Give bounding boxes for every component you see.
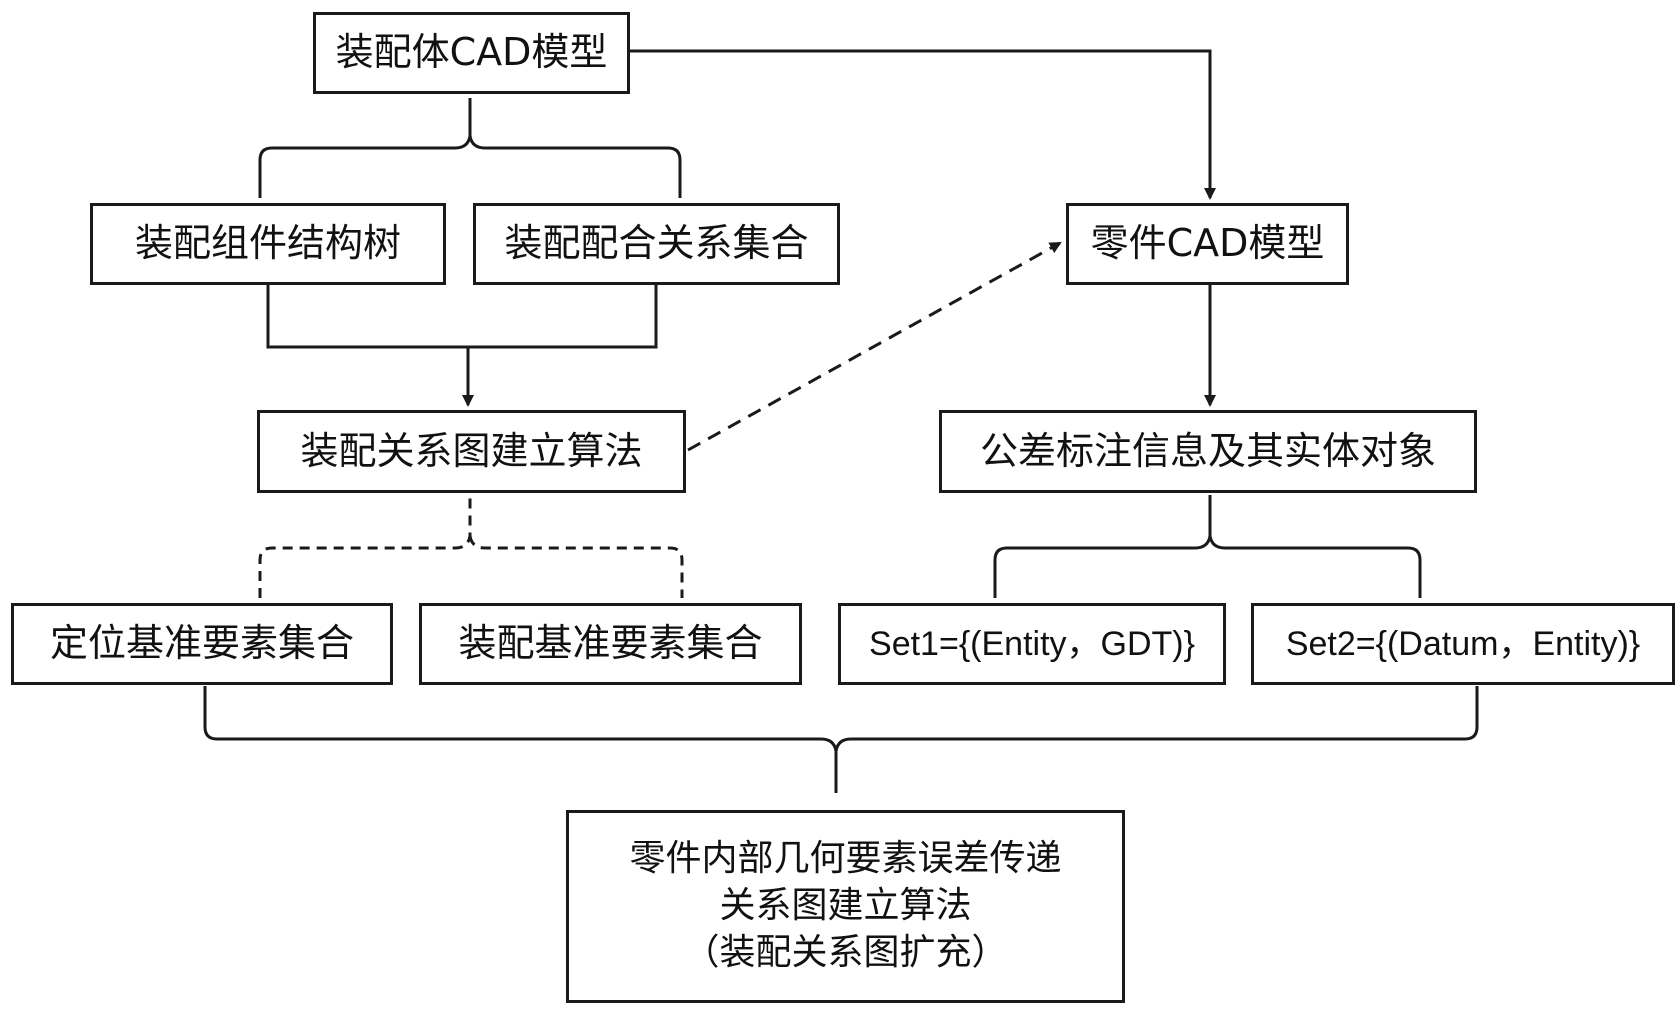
graph-algorithm-box: 装配关系图建立算法 [257, 410, 686, 493]
final-algorithm-box: 零件内部几何要素误差传递 关系图建立算法 （装配关系图扩充） [566, 810, 1125, 1003]
dashed-brace-datums [260, 498, 682, 598]
component-tree-label: 装配组件结构树 [135, 221, 401, 267]
assembly-datums-label: 装配基准要素集合 [458, 621, 762, 667]
arrow-assembly-to-part [630, 51, 1210, 198]
set1-box: Set1={(Entity，GDT)} [838, 603, 1226, 685]
tolerance-info-label: 公差标注信息及其实体对象 [980, 429, 1436, 475]
set1-label: Set1={(Entity，GDT)} [869, 624, 1195, 665]
final-algorithm-line2: 关系图建立算法 [719, 883, 971, 930]
graph-algorithm-label: 装配关系图建立算法 [300, 429, 642, 475]
part-cad-model-box: 零件CAD模型 [1066, 203, 1349, 285]
assembly-cad-model-label: 装配体CAD模型 [336, 30, 608, 76]
mating-relations-box: 装配配合关系集合 [473, 203, 840, 285]
assembly-datums-box: 装配基准要素集合 [419, 603, 802, 685]
brace-sets [995, 495, 1420, 598]
brace-assembly-split [260, 98, 680, 198]
mating-relations-label: 装配配合关系集合 [504, 221, 808, 267]
final-algorithm-line3: （装配关系图扩充） [683, 930, 1007, 977]
locating-datums-box: 定位基准要素集合 [11, 603, 393, 685]
assembly-cad-model-box: 装配体CAD模型 [313, 12, 630, 94]
join-components [268, 285, 656, 347]
set2-label: Set2={(Datum，Entity)} [1286, 624, 1640, 665]
tolerance-info-box: 公差标注信息及其实体对象 [939, 410, 1477, 493]
brace-bottom-merge [205, 686, 1477, 793]
component-tree-box: 装配组件结构树 [90, 203, 446, 285]
set2-box: Set2={(Datum，Entity)} [1251, 603, 1675, 685]
final-algorithm-line1: 零件内部几何要素误差传递 [629, 836, 1061, 883]
part-cad-model-label: 零件CAD模型 [1091, 221, 1325, 267]
locating-datums-label: 定位基准要素集合 [50, 621, 354, 667]
